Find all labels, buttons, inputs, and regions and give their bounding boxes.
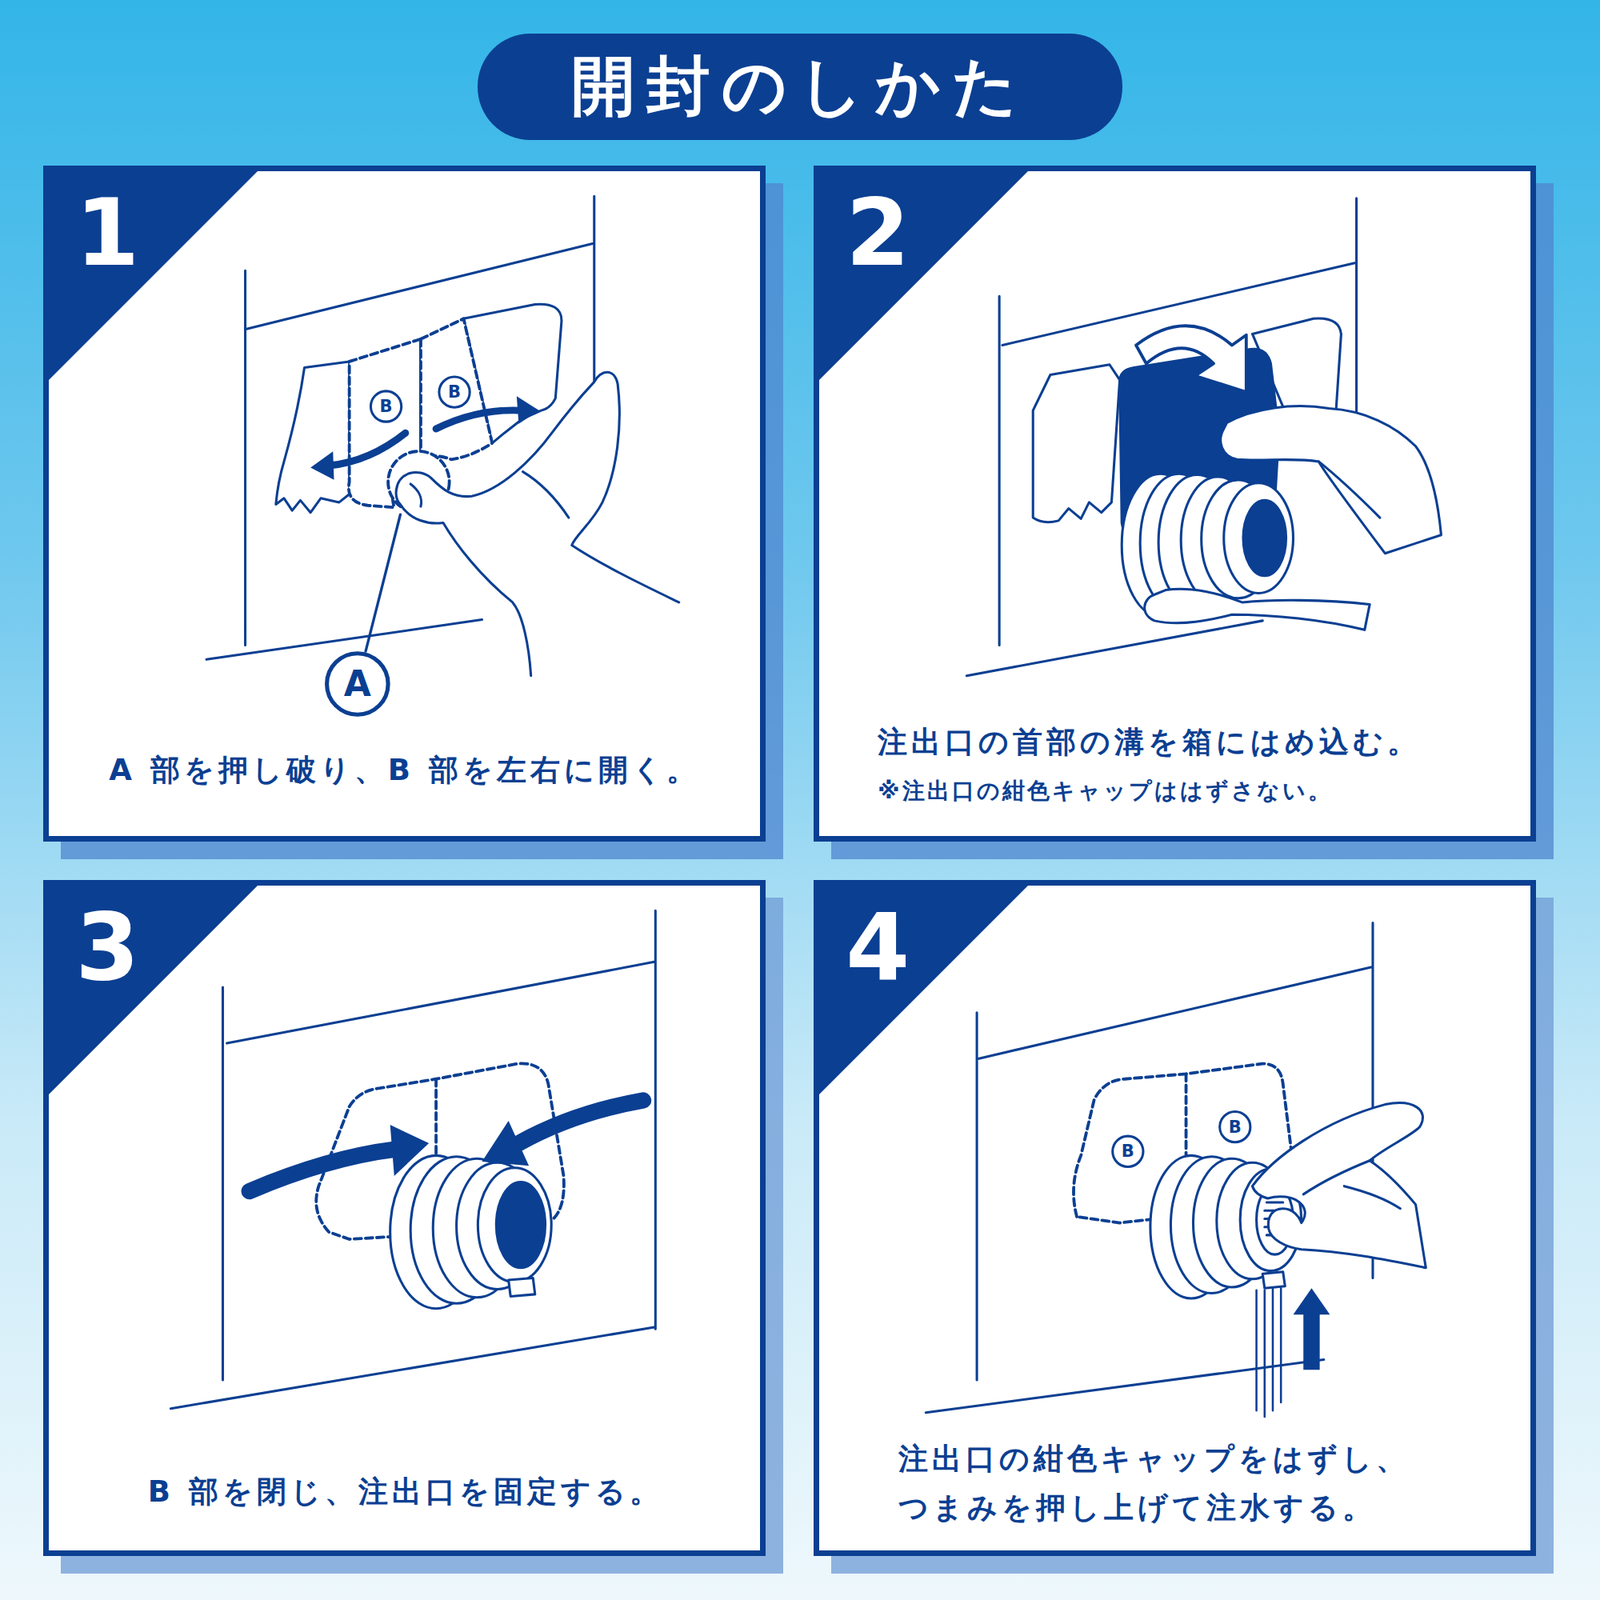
step-number: 1 — [75, 182, 140, 284]
hand-outline — [396, 490, 532, 676]
leader-line — [365, 514, 400, 652]
hand-outline — [1220, 406, 1442, 554]
corner-tab — [813, 880, 1034, 1100]
hand-outline — [1252, 1103, 1426, 1268]
circle-mark — [439, 376, 470, 408]
step-number: 4 — [845, 896, 910, 999]
panel-card — [813, 165, 1536, 842]
motion-arrow — [390, 1124, 429, 1176]
hand-outline — [396, 372, 680, 676]
circle-mark — [370, 391, 401, 422]
motion-arrow — [310, 451, 334, 480]
circle-mark — [1220, 1112, 1251, 1143]
step-panel: 3 B 部を閉じ、注出口を固定する。 — [43, 880, 766, 1556]
motion-arrow — [518, 1100, 644, 1144]
step-caption: 注出口の首部の溝を箱にはめ込む。 — [877, 724, 1421, 760]
corner-tab — [813, 165, 1034, 386]
motion-arrow — [1136, 325, 1247, 392]
step-number: 3 — [75, 896, 140, 999]
motion-arrow — [516, 396, 540, 424]
title-text: 開封のしかた — [571, 48, 1029, 125]
panel-cards — [43, 165, 1554, 1574]
spout-cap — [1243, 500, 1287, 576]
spout-tab — [1262, 1272, 1285, 1288]
part-letter: B — [380, 398, 393, 416]
hand-outline — [1303, 1160, 1400, 1209]
hand-outline — [396, 372, 679, 603]
step-4-drawing — [925, 923, 1426, 1417]
flap — [1032, 364, 1120, 523]
water-stream — [1256, 1288, 1282, 1417]
step-note: ※注出口の紺色キャップははずさない。 — [877, 777, 1332, 805]
step-panel: 4 注出口の紺色キャップをはずし、 つまみを押し上げて注水する。 B B — [813, 880, 1536, 1556]
box-edge — [170, 910, 656, 1408]
motion-arrow — [249, 1149, 396, 1192]
panel-card — [43, 165, 766, 842]
motion-arrow — [1303, 1312, 1320, 1370]
spout-ring — [1224, 483, 1294, 594]
step-caption: B 部を閉じ、注出口を固定する。 — [148, 1474, 664, 1510]
title-pill — [477, 33, 1123, 140]
part-letter: B — [1121, 1143, 1135, 1160]
motion-arrow — [1292, 1288, 1330, 1315]
circle-mark — [1112, 1136, 1144, 1167]
motion-arrow — [436, 410, 521, 429]
motion-arrow — [481, 1120, 529, 1166]
motion-arrow — [328, 432, 406, 466]
spout-cap — [496, 1182, 545, 1268]
spout-tab — [508, 1277, 536, 1296]
tear-line — [420, 318, 492, 460]
step-panel: 1 A 部を押し破り、B 部を左右に開く。 B B A — [43, 165, 766, 842]
step-panel: 2 注出口の首部の溝を箱にはめ込む。 ※注出口の紺色キャップははずさない。 — [813, 165, 1536, 842]
part-letter: A — [344, 666, 372, 702]
spout-ring — [477, 1168, 552, 1283]
step-2-drawing — [966, 198, 1441, 676]
flap — [276, 361, 350, 513]
hand-outline — [1144, 588, 1370, 630]
panel-card — [43, 880, 766, 1556]
tear-line — [419, 339, 423, 457]
hand-outline — [1318, 461, 1380, 518]
step-caption: A 部を押し破り、B 部を左右に開く。 — [108, 752, 700, 788]
step-number: 2 — [845, 182, 910, 284]
step-3-drawing — [170, 910, 656, 1408]
corner-tab — [43, 165, 264, 386]
corner-tab — [43, 880, 264, 1100]
hand-outline — [410, 472, 569, 518]
part-letter: B — [1228, 1118, 1242, 1136]
step-1-drawing — [206, 196, 680, 715]
step-caption: 注出口の紺色キャップをはずし、 つまみを押し上げて注水する。 — [898, 1434, 1507, 1532]
circle-mark — [327, 653, 389, 716]
panel-card — [813, 880, 1536, 1556]
part-letter: B — [448, 384, 461, 401]
